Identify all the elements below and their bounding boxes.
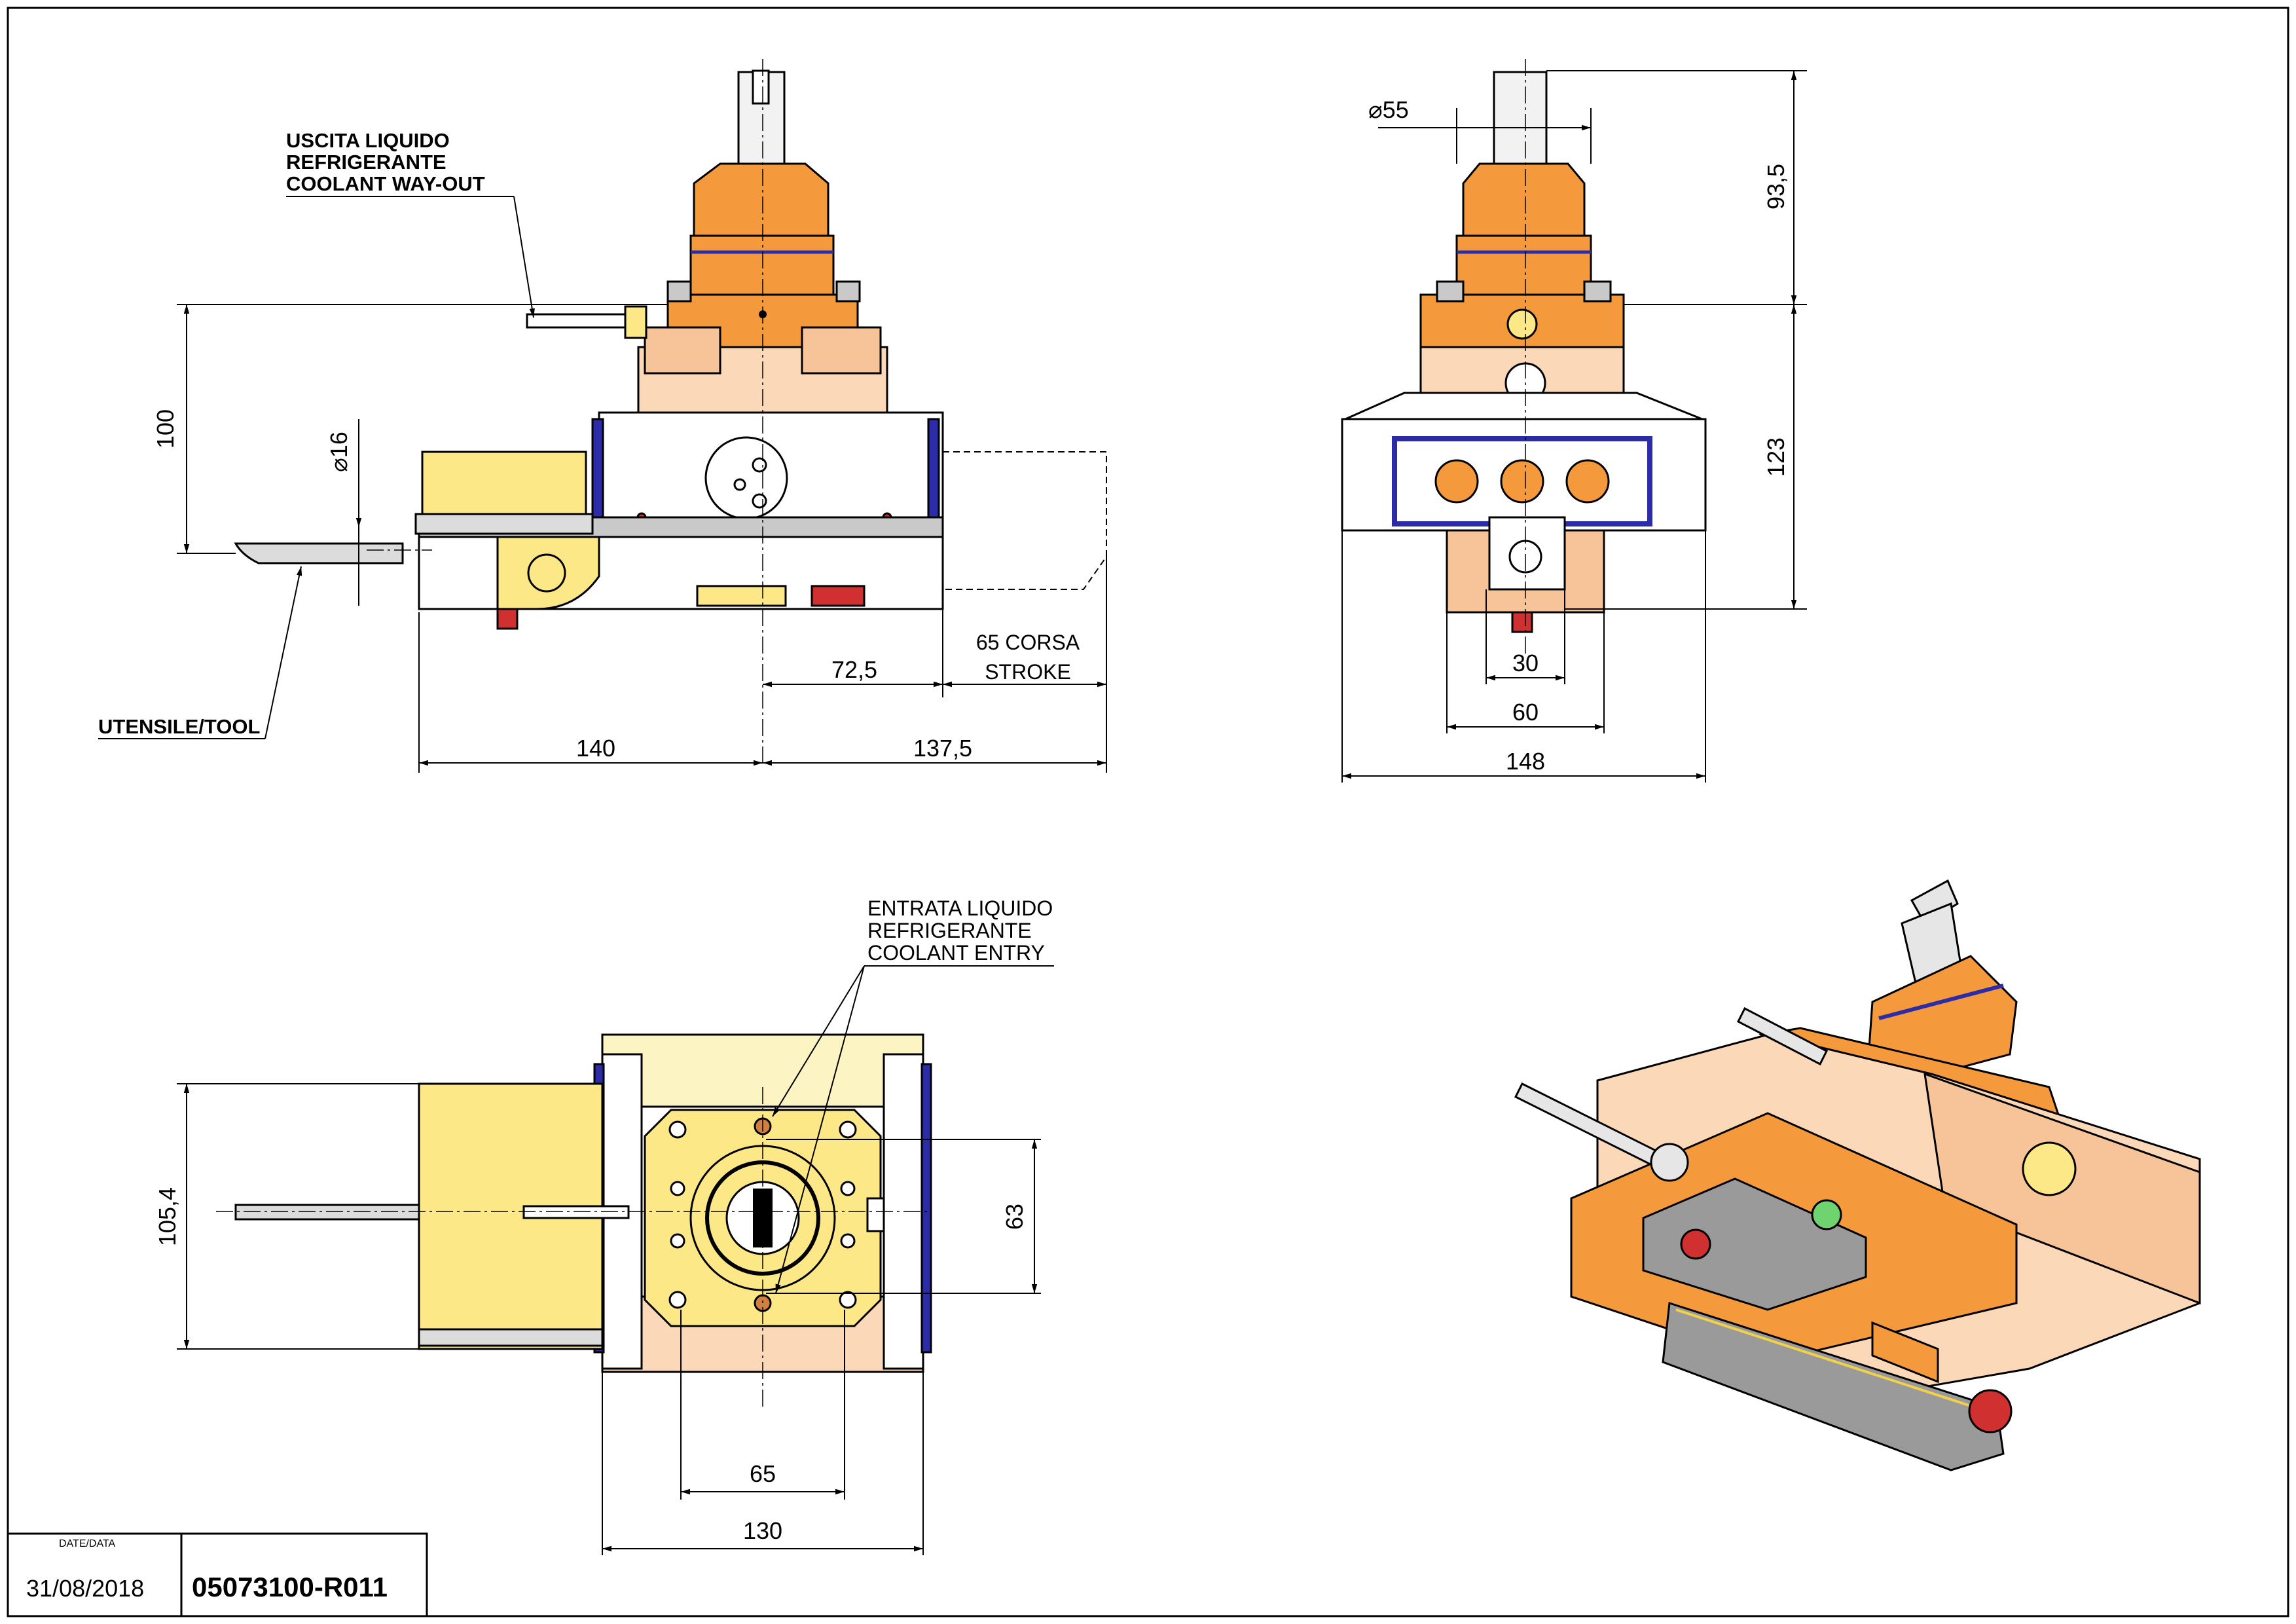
dim-front-30: 30 bbox=[1512, 650, 1539, 676]
callout-tool: UTENSILE/TOOL bbox=[98, 715, 260, 738]
dim-front-upper-93-5: 93,5 bbox=[1762, 164, 1789, 210]
stroke-envelope bbox=[943, 451, 1107, 590]
callout-coolant-in-1: ENTRATA LIQUIDO bbox=[867, 896, 1053, 920]
front-coolant-port bbox=[1506, 308, 1538, 340]
dim-left-length-140: 140 bbox=[576, 735, 615, 762]
callout-coolant-in-3: COOLANT ENTRY bbox=[867, 941, 1045, 965]
iso-green-indicator bbox=[1811, 1199, 1842, 1230]
tool-shank bbox=[234, 542, 404, 564]
dim-height-100: 100 bbox=[152, 409, 179, 449]
dim-diameter-16: ⌀16 bbox=[325, 432, 352, 472]
orange-head-lower bbox=[689, 234, 835, 296]
coolant-fitting bbox=[624, 305, 647, 339]
coolant-pipe bbox=[526, 313, 636, 329]
shaft-tang bbox=[752, 69, 770, 105]
drive-disc bbox=[704, 436, 788, 520]
top-view-dimensions: 105,4 63 65 130 ENTRATA LIQUIDO REFRIGER… bbox=[154, 896, 1054, 1555]
dim-top-65: 65 bbox=[750, 1460, 776, 1487]
dim-top-130: 130 bbox=[743, 1517, 782, 1544]
dim-stroke-line2: STROKE bbox=[985, 660, 1071, 684]
iso-coolant-pipe bbox=[1736, 1006, 1829, 1066]
side-view-dimensions: 100 ⌀16 72,5 65 CORSA STROKE 140 137,5 U… bbox=[98, 129, 1107, 773]
seal-left bbox=[591, 418, 604, 525]
front-shaft bbox=[1493, 71, 1548, 165]
iso-red-nut bbox=[1968, 1389, 2013, 1433]
iso-grey-block bbox=[1642, 1177, 1867, 1311]
front-view-dimensions: ⌀55 93,5 123 30 60 148 bbox=[1341, 70, 1807, 783]
dim-front-60: 60 bbox=[1512, 699, 1539, 726]
yellow-tool-holder bbox=[421, 451, 587, 519]
dim-front-lower-123: 123 bbox=[1762, 437, 1789, 477]
red-nut bbox=[811, 585, 866, 607]
title-drawing-number: 05073100-R011 bbox=[192, 1572, 388, 1602]
isometric-view bbox=[1514, 879, 2201, 1471]
callout-coolant-in-2: REFRIGERANTE bbox=[867, 919, 1032, 942]
callout-coolant-out-3: COOLANT WAY-OUT bbox=[286, 172, 485, 195]
flange-screw-left bbox=[666, 280, 692, 303]
title-date: 31/08/2018 bbox=[26, 1575, 144, 1602]
top-tool-shank bbox=[234, 1204, 420, 1221]
drawing-frame bbox=[7, 7, 2289, 1617]
iso-slide bbox=[1662, 1302, 2005, 1471]
dim-front-148: 148 bbox=[1506, 748, 1545, 775]
front-view bbox=[1341, 59, 1707, 655]
dim-front-diameter-55: ⌀55 bbox=[1368, 96, 1409, 123]
callout-coolant-out-1: USCITA LIQUIDO bbox=[286, 129, 450, 152]
dim-stroke-line1: 65 CORSA bbox=[976, 631, 1080, 654]
title-block: DATE/DATA 31/08/2018 05073100-R011 bbox=[7, 1532, 428, 1617]
flange-screw-right bbox=[835, 280, 861, 303]
dim-offset-72-5: 72,5 bbox=[831, 656, 877, 683]
top-view bbox=[216, 1033, 932, 1408]
orange-head-upper bbox=[693, 162, 829, 237]
dim-top-105-4: 105,4 bbox=[154, 1187, 181, 1246]
dim-top-63: 63 bbox=[1001, 1204, 1028, 1230]
side-view bbox=[234, 59, 1107, 766]
title-date-label: DATE/DATA bbox=[59, 1538, 116, 1549]
callout-coolant-out-2: REFRIGERANTE bbox=[286, 151, 446, 174]
dim-right-length-137-5: 137,5 bbox=[913, 735, 972, 762]
seal-right bbox=[927, 418, 940, 525]
